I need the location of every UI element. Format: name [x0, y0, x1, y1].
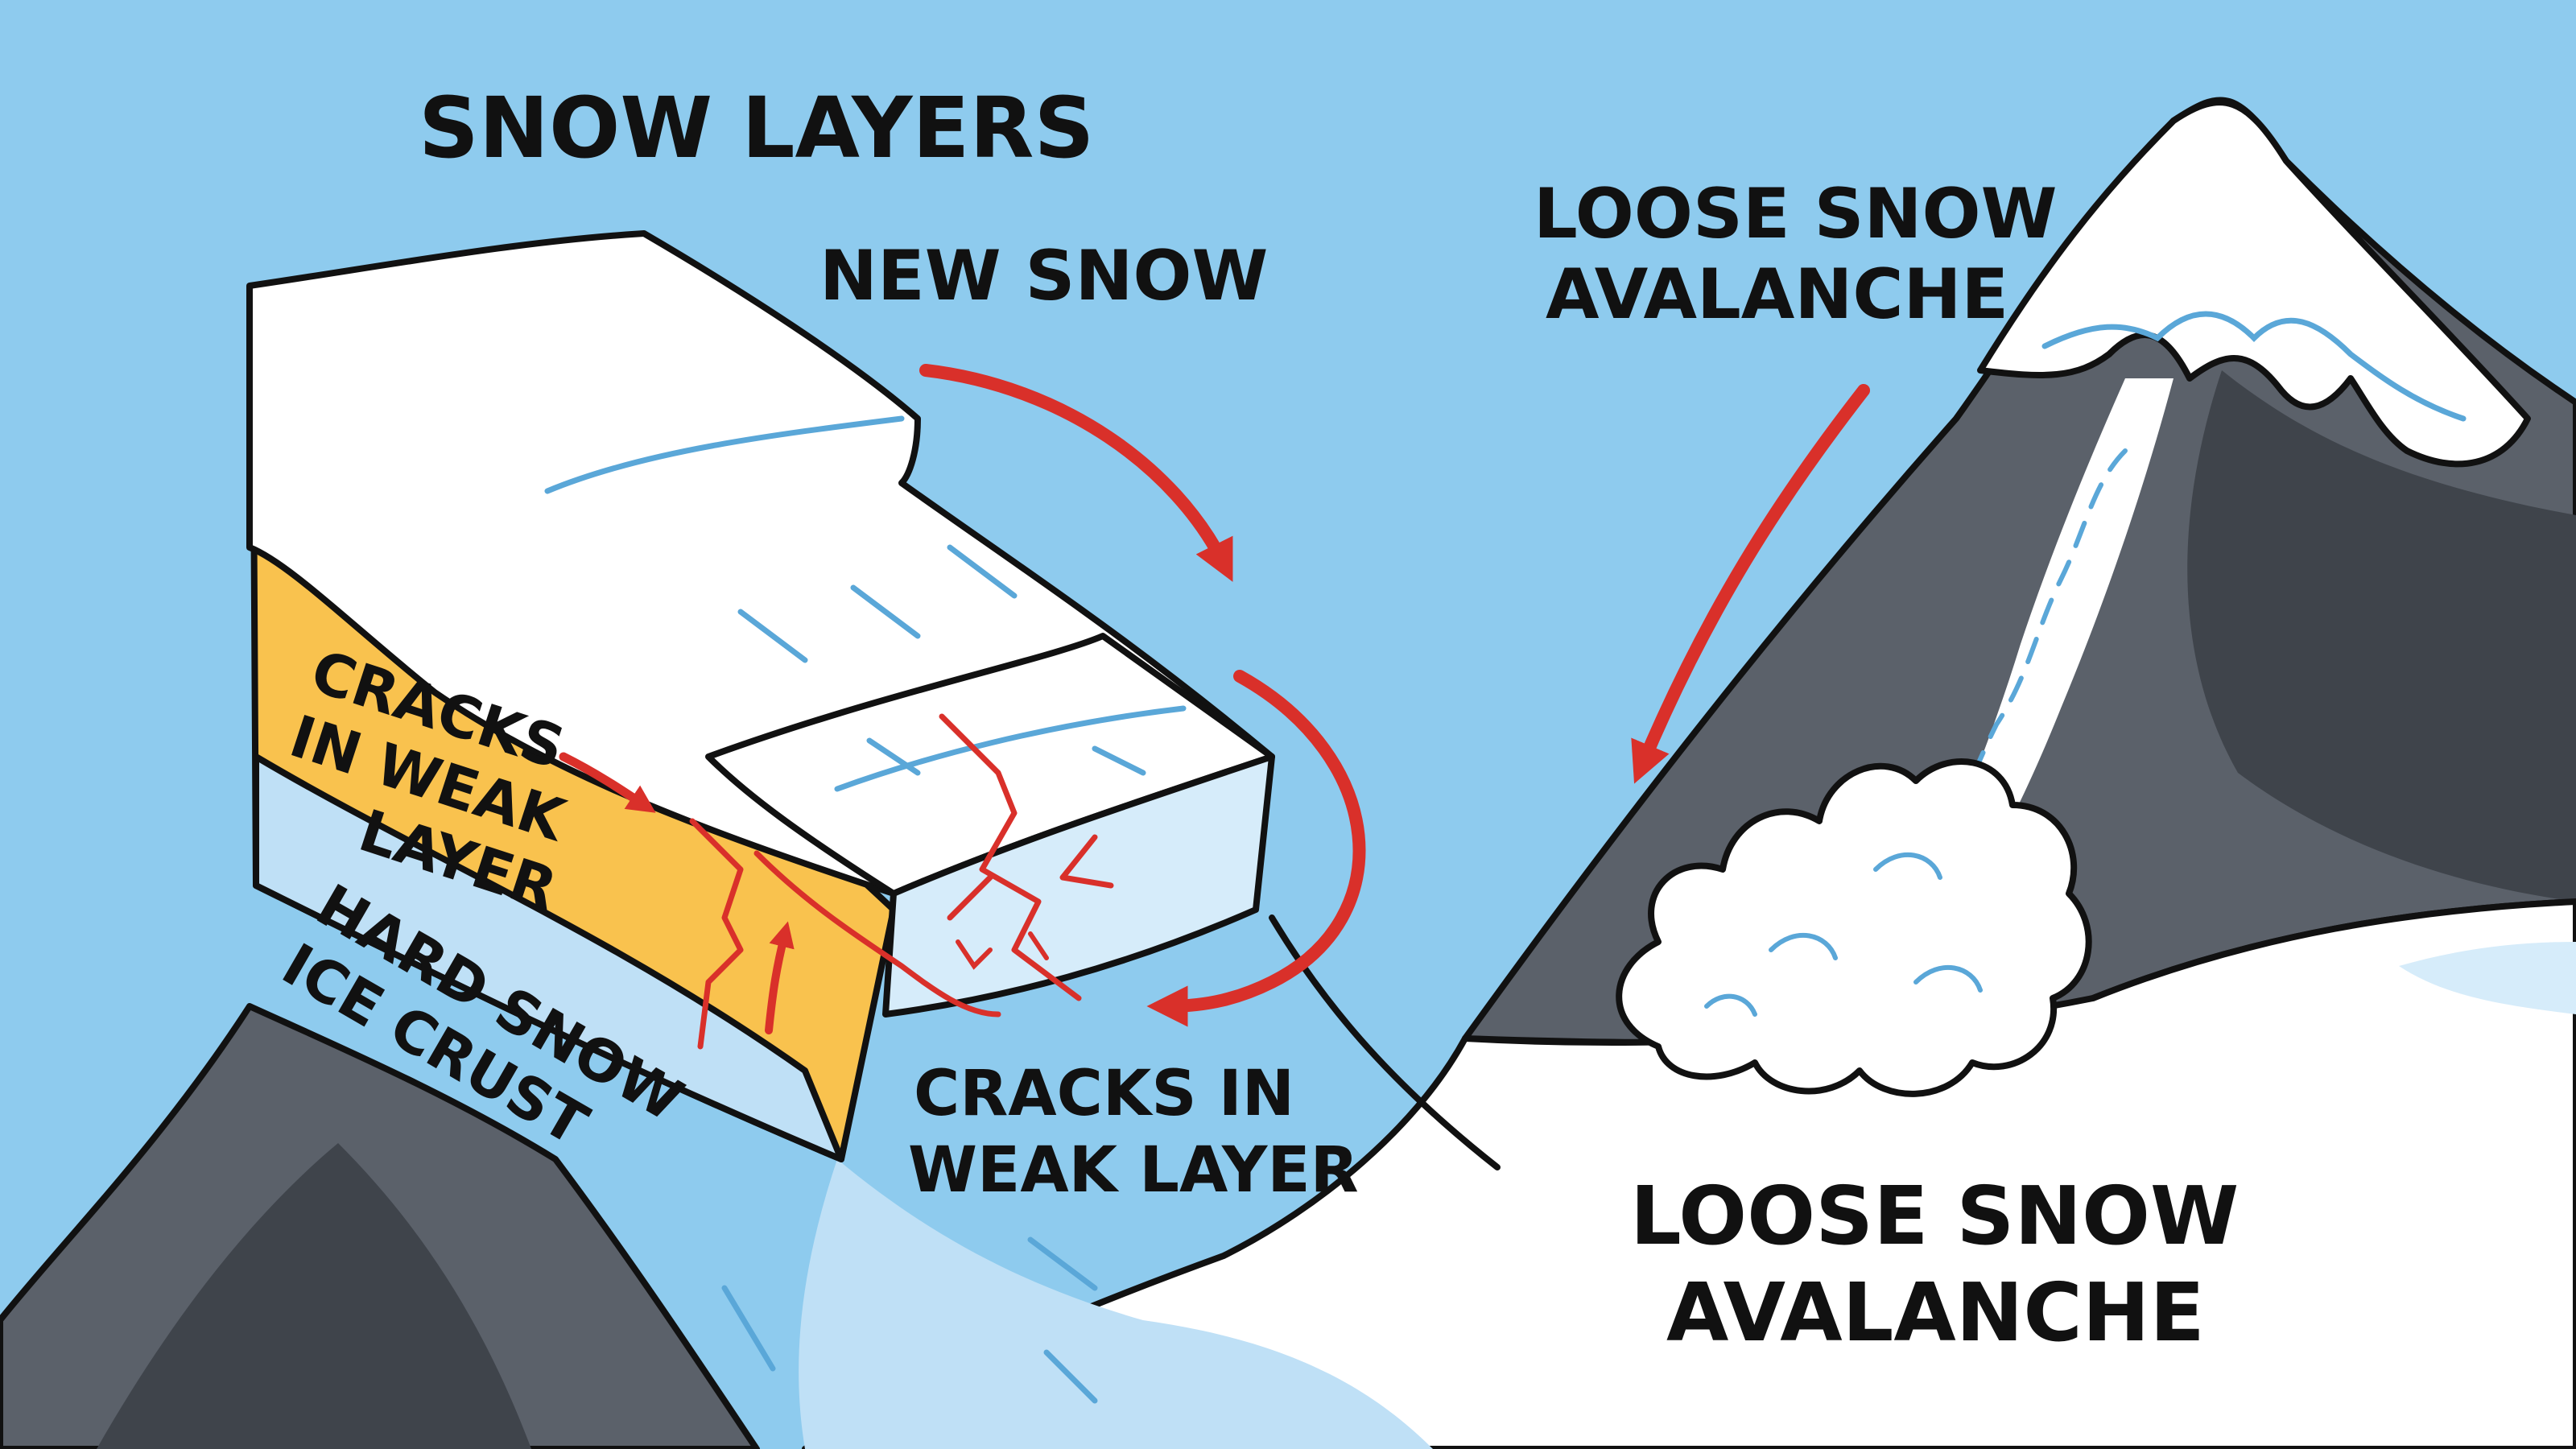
crack-line-slab: [939, 713, 1114, 1001]
block-top-ice-marks: [737, 544, 1018, 663]
loose-snow-label-top: LOOSE SNOW AVALANCHE: [1534, 174, 2081, 335]
slab-ice-marks: [834, 705, 1187, 792]
crack-line-left: [689, 818, 744, 1050]
powder-cloud-swirls: [1704, 852, 1983, 1017]
cracks-bottom-line-1: CRACKS IN: [914, 1058, 1294, 1130]
slab-front-face: [882, 753, 1275, 1018]
cracks-label-arrow: [559, 752, 656, 813]
crack-fracture-marks: [956, 931, 1049, 970]
weak-layer-cracks: [689, 713, 1114, 1050]
slab-slide-arrow: [1146, 670, 1366, 1027]
right-mountain-snowcap: [1977, 99, 2531, 468]
slope-ice-marks: [721, 1236, 1098, 1404]
left-mountain-shadow: [97, 1143, 531, 1449]
avalanche-powder-cloud: [1616, 758, 2092, 1097]
powder-cloud-shape: [1616, 758, 2092, 1097]
block-front-hard-snow: [253, 753, 844, 1162]
loose-snow-label-bottom: LOOSE SNOW AVALANCHE: [1630, 1169, 2267, 1360]
loose-bottom-line-2: AVALANCHE: [1666, 1265, 2205, 1360]
slope-outline: [1269, 914, 1501, 1170]
left-mountain: [0, 1003, 760, 1449]
snowcap-ice-line: [2041, 311, 2467, 422]
crack-upward-arrow: [765, 921, 795, 1034]
cracks-bottom-label: CRACKS IN WEAK LAYER: [908, 1058, 1359, 1207]
loose-top-line-2: AVALANCHE: [1546, 254, 2008, 335]
new-snow-label: NEW SNOW: [819, 236, 1268, 316]
cracks-bottom-line-2: WEAK LAYER: [908, 1134, 1359, 1207]
loose-bottom-line-1: LOOSE SNOW: [1630, 1169, 2239, 1263]
new-snow-arrow: [919, 364, 1233, 582]
loose-top-line-1: LOOSE SNOW: [1534, 174, 2057, 254]
slope-ice-surface: [799, 1159, 1433, 1449]
crack-line-lower: [753, 850, 1001, 1018]
loose-snow-arrow: [1631, 384, 1870, 784]
snow-ground-shade: [2399, 942, 2576, 1014]
block-top-ice-line: [544, 415, 905, 494]
snow-layers-title: SNOW LAYERS: [419, 79, 1094, 177]
snow-layer-block: [246, 230, 1275, 1162]
motion-arrows: [559, 364, 1870, 1034]
right-mountain-shadow: [2187, 370, 2576, 902]
